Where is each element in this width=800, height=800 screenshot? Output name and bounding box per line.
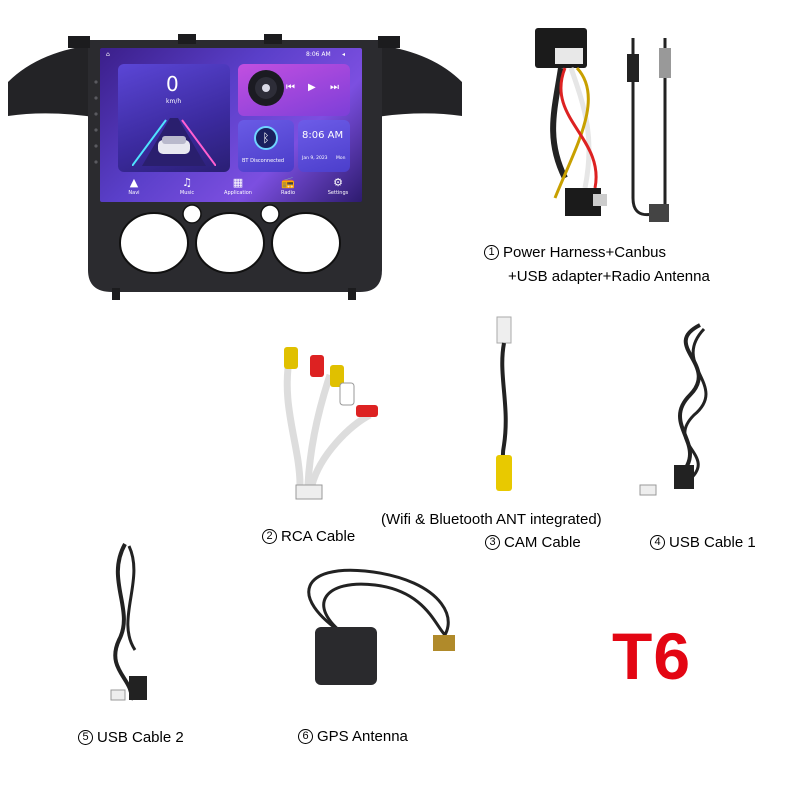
item1-number: 1: [484, 245, 499, 260]
speed-value: 0: [166, 72, 179, 96]
clock-widget[interactable]: 8:06 AM Jan 9, 2023 Mon: [298, 120, 350, 172]
previous-track-icon[interactable]: ⏮: [286, 82, 295, 93]
car-road-icon: [132, 118, 216, 166]
gps-antenna-image: [307, 568, 455, 685]
item3-label: 3 CAM Cable: [485, 534, 581, 551]
vinyl-disc-icon: [248, 70, 284, 106]
bluetooth-icon: ᛒ: [254, 126, 278, 150]
item4-number: 4: [650, 535, 665, 550]
item3-text: CAM Cable: [504, 534, 581, 551]
status-bar: ⌂ 8:06 AM ◂: [100, 48, 362, 60]
item1-label: 1 Power Harness+Canbus: [484, 244, 666, 261]
back-icon[interactable]: ◂: [342, 51, 346, 58]
status-time: 8:06 AM: [306, 51, 331, 58]
rca-cable-image: [283, 347, 378, 500]
next-track-icon[interactable]: ⏭: [330, 82, 339, 93]
item3-number: 3: [485, 535, 500, 550]
model-code: T6: [612, 619, 692, 693]
power-harness-image: [535, 28, 671, 222]
music-widget[interactable]: ⏮ ▶ ⏭: [238, 64, 350, 116]
bluetooth-widget[interactable]: ᛒ BT Disconnected: [238, 120, 294, 172]
cam-cable-image: [496, 316, 512, 491]
item4-text: USB Cable 1: [669, 534, 756, 551]
navigation-icon: ▲: [129, 176, 139, 189]
usb-cable-2-image: [110, 543, 147, 701]
play-icon[interactable]: ▶: [308, 82, 316, 93]
item5-text: USB Cable 2: [97, 729, 184, 746]
item2-number: 2: [262, 529, 277, 544]
item6-number: 6: [298, 729, 313, 744]
item1-line2: +USB adapter+Radio Antenna: [508, 268, 710, 285]
item2-label: 2 RCA Cable: [262, 528, 355, 545]
item5-number: 5: [78, 730, 93, 745]
clock-day: Mon: [336, 156, 346, 161]
clock-date: Jan 9, 2023: [302, 156, 328, 161]
music-note-icon: ♫: [182, 176, 192, 189]
speed-unit: km/h: [166, 98, 182, 105]
item1-line1: Power Harness+Canbus: [503, 244, 667, 261]
home-icon[interactable]: ⌂: [106, 51, 110, 58]
clock-time: 8:06 AM: [302, 130, 344, 141]
dock-item-radio[interactable]: 📻Radio: [268, 176, 308, 196]
item2-text: RCA Cable: [281, 528, 356, 545]
item5-label: 5 USB Cable 2: [78, 729, 184, 746]
dock-item-music[interactable]: ♫Music: [167, 176, 207, 196]
bt-status: BT Disconnected: [242, 158, 285, 164]
item3-note: (Wifi & Bluetooth ANT integrated): [381, 511, 602, 528]
usb-cable-1-image: [639, 323, 708, 496]
radio-icon: 📻: [281, 176, 295, 189]
speed-widget[interactable]: 0 km/h: [118, 64, 230, 172]
dock-item-application[interactable]: ▦Application: [218, 176, 258, 196]
item4-label: 4 USB Cable 1: [650, 534, 756, 551]
apps-grid-icon: ▦: [232, 176, 244, 189]
item6-label: 6 GPS Antenna: [298, 728, 408, 745]
app-dock: ▲Navi ♫Music ▦Application 📻Radio ⚙Settin…: [100, 174, 362, 202]
dock-item-settings[interactable]: ⚙Settings: [318, 176, 358, 196]
dock-item-navi[interactable]: ▲Navi: [114, 176, 154, 196]
android-screen[interactable]: ⌂ 8:06 AM ◂ 0 km/h ⏮ ▶ ⏭ ᛒ BT Disconnect…: [100, 48, 362, 202]
item6-text: GPS Antenna: [317, 728, 408, 745]
gear-icon: ⚙: [333, 176, 343, 189]
